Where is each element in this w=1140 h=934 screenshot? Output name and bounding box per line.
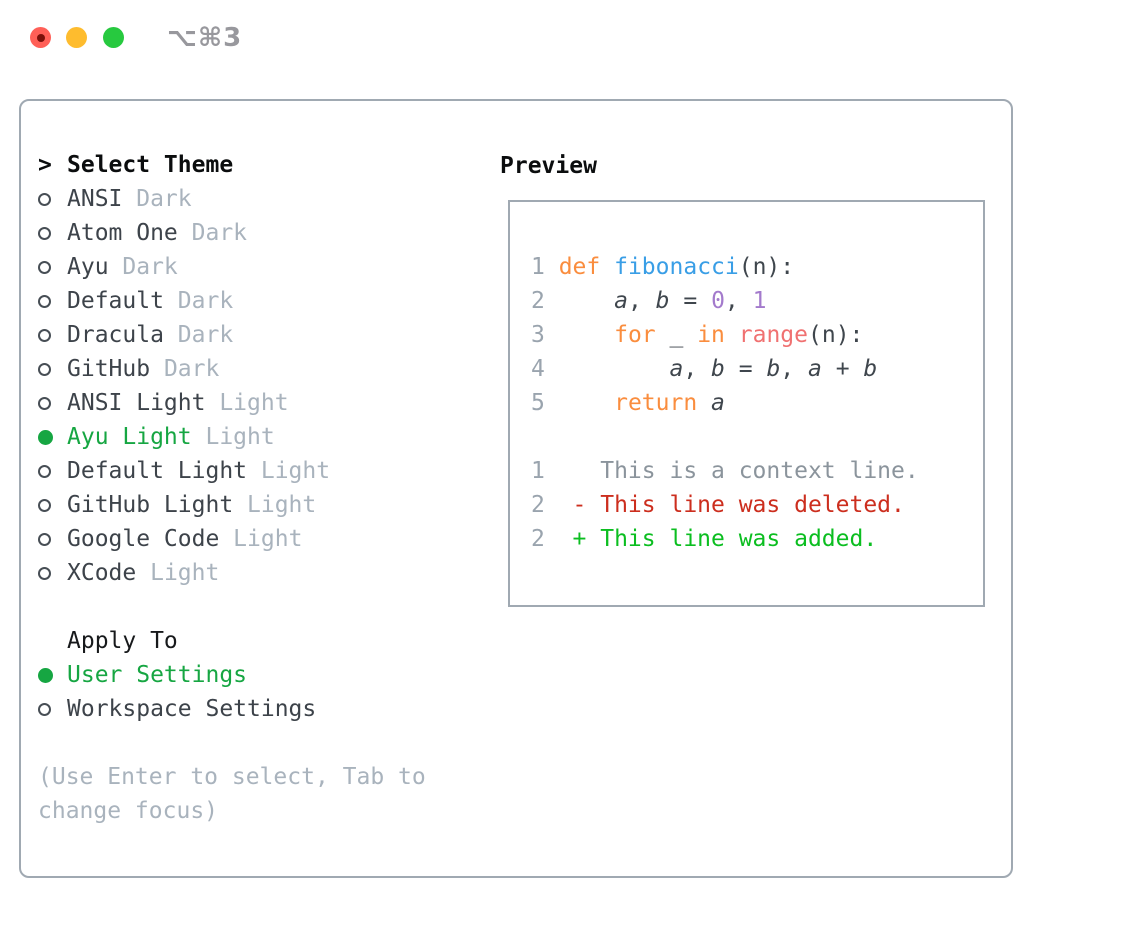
code-line: 1 def fibonacci(n): <box>531 250 983 284</box>
theme-name: ANSI <box>67 186 123 212</box>
theme-variant-badge: Light <box>136 560 220 586</box>
theme-variant-badge: Dark <box>177 220 248 246</box>
line-number: 1 <box>531 458 545 484</box>
theme-option-ayu-light-light[interactable]: Ayu Light Light <box>38 420 330 454</box>
radio-icon <box>38 328 67 342</box>
theme-name: ANSI Light <box>67 390 206 416</box>
radio-icon <box>38 396 67 410</box>
line-number: 3 <box>531 322 545 348</box>
radio-selected-icon <box>38 429 67 445</box>
title-bar: ⌥⌘3 <box>0 0 1140 74</box>
apply-to-header: Apply To <box>38 624 316 658</box>
theme-variant-badge: Dark <box>150 356 220 382</box>
theme-name: Atom One <box>67 220 178 246</box>
theme-name: Default Light <box>67 458 248 484</box>
theme-option-github-dark[interactable]: GitHub Dark <box>38 352 330 386</box>
theme-option-github-light-light[interactable]: GitHub Light Light <box>38 488 330 522</box>
line-number: 2 <box>531 492 545 518</box>
theme-name: GitHub Light <box>67 492 234 518</box>
apply-option-label: User Settings <box>67 662 248 688</box>
radio-icon <box>38 702 67 716</box>
theme-variant-badge: Light <box>247 458 331 484</box>
radio-icon <box>38 294 67 308</box>
minimize-button[interactable] <box>66 27 87 48</box>
line-number: 5 <box>531 390 545 416</box>
apply-option-workspace-settings[interactable]: Workspace Settings <box>38 692 316 726</box>
diff-context-line: 1 This is a context line. <box>531 454 983 488</box>
radio-selected-icon <box>38 667 67 683</box>
focus-caret-icon: > <box>38 152 52 178</box>
code-line: 2 a, b = 0, 1 <box>531 284 983 318</box>
theme-option-ansi-light-light[interactable]: ANSI Light Light <box>38 386 330 420</box>
radio-icon <box>38 226 67 240</box>
line-number: 2 <box>531 288 545 314</box>
diff-deleted-line: 2 - This line was deleted. <box>531 488 983 522</box>
radio-icon <box>38 464 67 478</box>
theme-option-google-code-light[interactable]: Google Code Light <box>38 522 330 556</box>
theme-option-xcode-light[interactable]: XCode Light <box>38 556 330 590</box>
theme-name: Ayu Light <box>67 424 192 450</box>
radio-icon <box>38 498 67 512</box>
theme-name: Google Code <box>67 526 220 552</box>
radio-icon <box>38 192 67 206</box>
theme-variant-badge: Dark <box>163 288 234 314</box>
preview-title: Preview <box>500 153 597 179</box>
select-theme-header: > Select Theme <box>38 148 330 182</box>
theme-variant-badge: Dark <box>108 254 178 280</box>
theme-option-default-dark[interactable]: Default Dark <box>38 284 330 318</box>
line-number: 1 <box>531 254 545 280</box>
theme-option-ansi-dark[interactable]: ANSI Dark <box>38 182 330 216</box>
theme-name: GitHub <box>67 356 151 382</box>
theme-variant-badge: Light <box>205 390 289 416</box>
code-line: 3 for _ in range(n): <box>531 318 983 352</box>
apply-option-user-settings[interactable]: User Settings <box>38 658 316 692</box>
theme-name: Ayu <box>67 254 109 280</box>
radio-icon <box>38 532 67 546</box>
theme-option-dracula-dark[interactable]: Dracula Dark <box>38 318 330 352</box>
theme-variant-badge: Light <box>233 492 317 518</box>
theme-option-ayu-dark[interactable]: Ayu Dark <box>38 250 330 284</box>
code-line: 4 a, b = b, a + b <box>531 352 983 386</box>
theme-name: Dracula <box>67 322 164 348</box>
select-theme-title: Select Theme <box>67 152 234 178</box>
theme-variant-badge: Light <box>219 526 303 552</box>
theme-variant-badge: Light <box>191 424 275 450</box>
apply-to-title: Apply To <box>67 628 178 654</box>
blank-line <box>531 420 983 454</box>
radio-icon <box>38 260 67 274</box>
line-number: 4 <box>531 356 545 382</box>
theme-option-atom-one-dark[interactable]: Atom One Dark <box>38 216 330 250</box>
window-shortcut-label: ⌥⌘3 <box>167 23 243 53</box>
theme-option-default-light-light[interactable]: Default Light Light <box>38 454 330 488</box>
diff-added-line: 2 + This line was added. <box>531 522 983 556</box>
radio-icon <box>38 566 67 580</box>
close-button[interactable] <box>30 27 51 48</box>
theme-name: Default <box>67 288 164 314</box>
radio-icon <box>38 362 67 376</box>
apply-option-label: Workspace Settings <box>67 696 317 722</box>
theme-name: XCode <box>67 560 137 586</box>
line-number: 2 <box>531 526 545 552</box>
zoom-button[interactable] <box>103 27 124 48</box>
theme-variant-badge: Dark <box>122 186 192 212</box>
theme-variant-badge: Dark <box>163 322 234 348</box>
code-line: 5 return a <box>531 386 983 420</box>
